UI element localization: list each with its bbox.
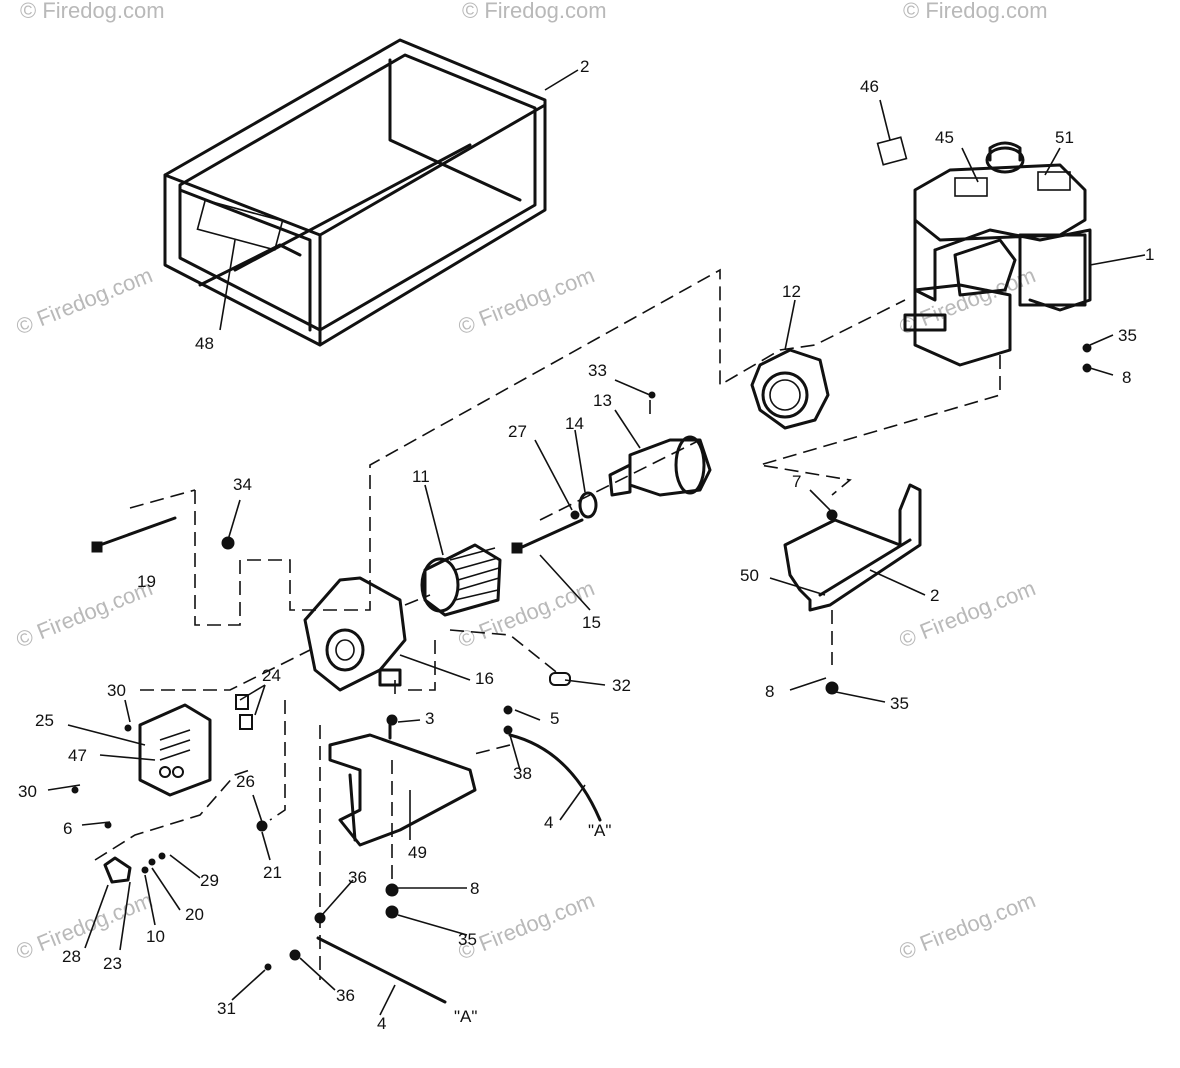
callout-1: 1 [1145, 245, 1154, 264]
callout-30: 30 [107, 681, 126, 700]
adapter-ring-drawing [750, 348, 830, 430]
connector-a-top: "A" [588, 821, 611, 840]
rotor-drawing [578, 435, 712, 519]
callout-12: 12 [782, 282, 801, 301]
watermark-text: © Firedog.com [896, 575, 1039, 652]
callout-34: 34 [233, 475, 252, 494]
watermark-text: © Firedog.com [455, 575, 598, 652]
engine-drawing [876, 136, 1092, 367]
callout-47: 47 [68, 746, 87, 765]
frame-drawing [163, 38, 547, 347]
callout-35: 35 [1118, 326, 1137, 345]
watermark-text: © Firedog.com [462, 0, 607, 23]
callout-31: 31 [217, 999, 236, 1018]
callout-38: 38 [513, 764, 532, 783]
hardware-dots [71, 343, 1092, 971]
bearing-carrier-drawing [303, 576, 407, 692]
watermark-text: © Firedog.com [13, 575, 156, 652]
callout-36: 36 [348, 868, 367, 887]
callout-30b: 30 [18, 782, 37, 801]
callout-8: 8 [1122, 368, 1131, 387]
watermark-text: © Firedog.com [455, 887, 598, 964]
end-panel-drawing [138, 703, 212, 797]
callout-4b: 4 [377, 1014, 386, 1033]
callout-19: 19 [137, 572, 156, 591]
wire-harness-drawing [316, 733, 602, 1004]
rail-bracket-drawing [783, 483, 922, 612]
callout-36b: 36 [336, 986, 355, 1005]
callout-49: 49 [408, 843, 427, 862]
watermark-text: © Firedog.com [455, 262, 598, 339]
callout-6: 6 [63, 819, 72, 838]
cradle-bracket-drawing [328, 733, 477, 847]
watermarks: © Firedog.com © Firedog.com © Firedog.co… [13, 0, 1048, 965]
stator-drawing [420, 543, 502, 617]
leader-lines [47, 69, 1146, 1016]
callout-4: 4 [544, 813, 553, 832]
bolts-drawing [98, 516, 584, 740]
receptacle-drawing [103, 856, 132, 884]
watermark-text: © Firedog.com [20, 0, 165, 23]
callout-10: 10 [146, 927, 165, 946]
callout-8b: 8 [765, 682, 774, 701]
callout-48: 48 [195, 334, 214, 353]
callout-28: 28 [62, 947, 81, 966]
callout-23: 23 [103, 954, 122, 973]
callout-26: 26 [236, 772, 255, 791]
callout-3: 3 [425, 709, 434, 728]
callout-7: 7 [792, 472, 801, 491]
callout-14: 14 [565, 414, 584, 433]
callout-11: 11 [412, 467, 430, 486]
callout-2: 2 [580, 57, 589, 76]
callout-50: 50 [740, 566, 759, 585]
watermark-text: © Firedog.com [13, 887, 156, 964]
callout-32: 32 [612, 676, 631, 695]
watermark-text: © Firedog.com [896, 887, 1039, 964]
callout-51: 51 [1055, 128, 1074, 147]
assembly-lines [94, 268, 1001, 980]
callout-46: 46 [860, 77, 879, 96]
callout-35b: 35 [890, 694, 909, 713]
callout-2b: 2 [930, 586, 939, 605]
callout-15: 15 [582, 613, 601, 632]
callout-13: 13 [593, 391, 612, 410]
callout-29: 29 [200, 871, 219, 890]
callout-21: 21 [263, 863, 282, 882]
callout-33: 33 [588, 361, 607, 380]
callout-20: 20 [185, 905, 204, 924]
watermark-text: © Firedog.com [13, 262, 156, 339]
watermark-text: © Firedog.com [896, 262, 1039, 339]
callout-24: 24 [262, 666, 281, 685]
watermark-text: © Firedog.com [903, 0, 1048, 23]
callout-45: 45 [935, 128, 954, 147]
callout-16: 16 [475, 669, 494, 688]
connector-a-bottom: "A" [454, 1007, 477, 1026]
callout-35c: 35 [458, 930, 477, 949]
callouts: 2 1 45 51 46 35 8 48 12 33 13 27 14 11 3… [18, 57, 1154, 1033]
callout-27: 27 [508, 422, 527, 441]
callout-8c: 8 [470, 879, 479, 898]
callout-5: 5 [550, 709, 559, 728]
callout-25: 25 [35, 711, 54, 730]
